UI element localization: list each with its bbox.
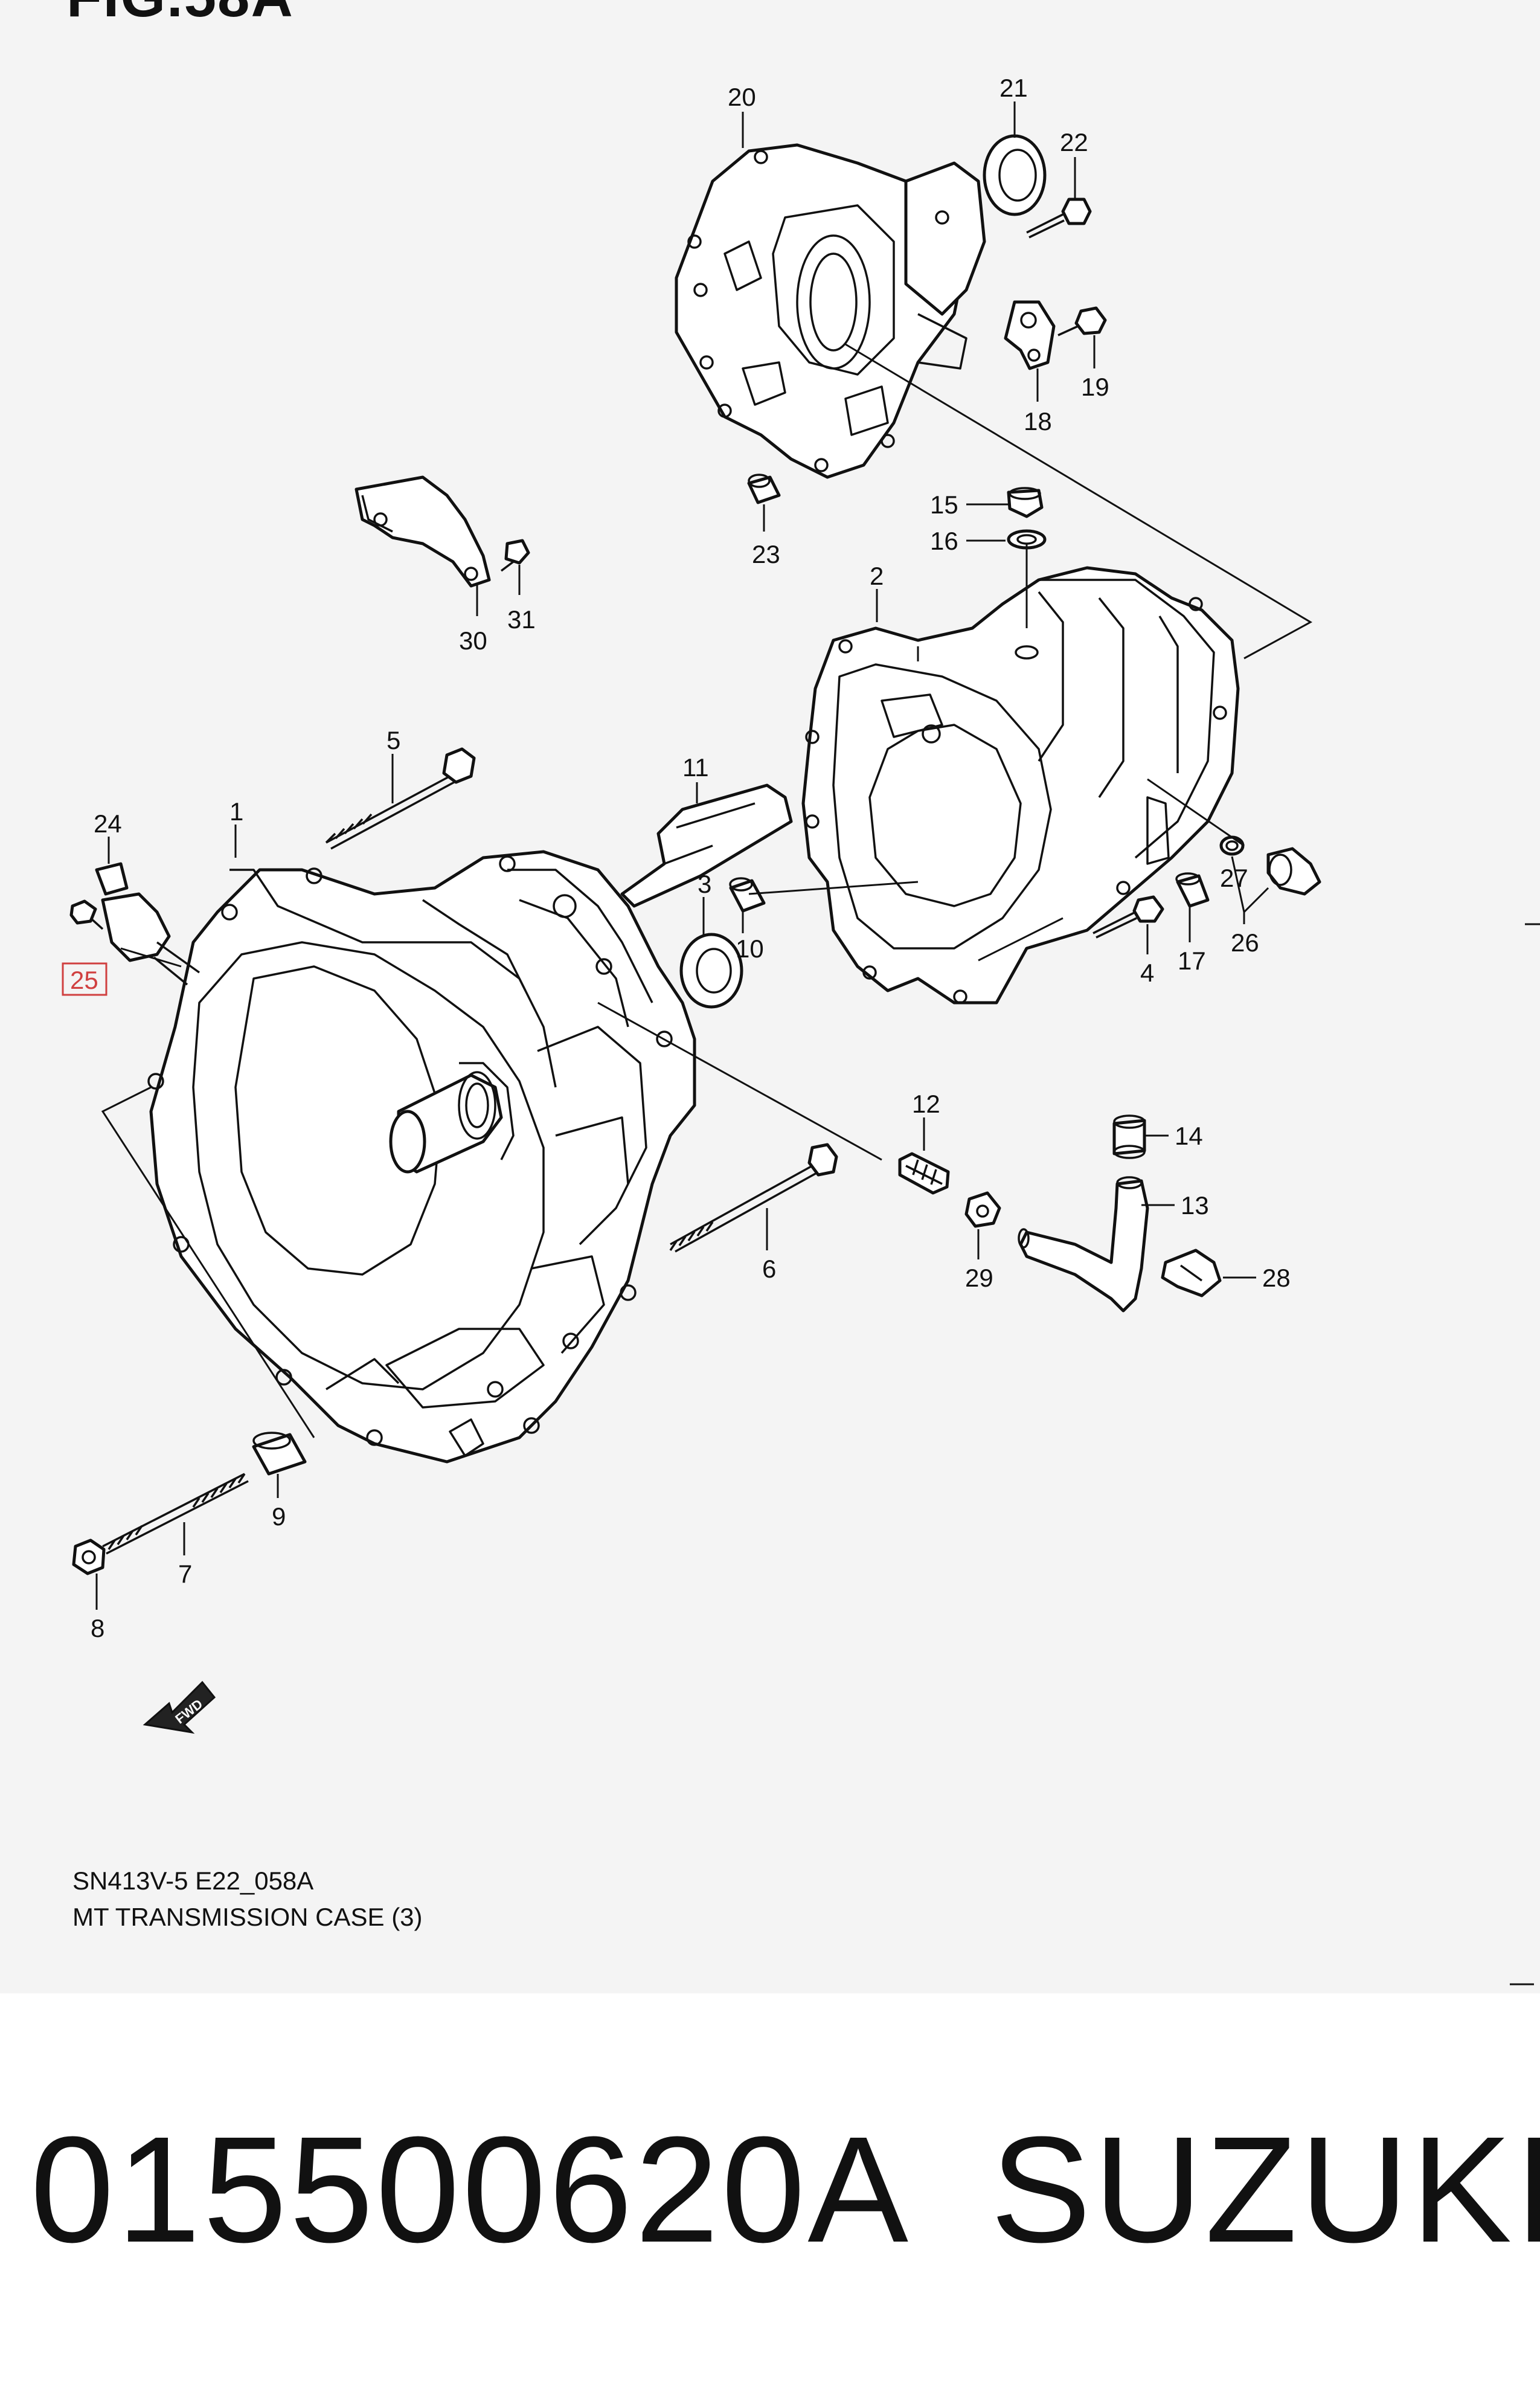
stud-bolt-part-5 xyxy=(325,747,476,850)
callout-30: 30 xyxy=(459,626,487,655)
nut-part-8 xyxy=(72,1538,106,1575)
oil-seal-part-21 xyxy=(983,134,1047,216)
callout-15: 15 xyxy=(930,490,958,519)
callout-21: 21 xyxy=(999,74,1028,102)
shift-rod-part-11 xyxy=(620,783,793,908)
gasket-part-27 xyxy=(1219,835,1245,856)
callout-12: 12 xyxy=(912,1090,940,1118)
callout-24: 24 xyxy=(94,809,122,838)
callout-8: 8 xyxy=(91,1614,104,1642)
callout-27: 27 xyxy=(1220,864,1248,892)
oil-seal-part-3 xyxy=(679,933,743,1009)
clamp-part-28 xyxy=(1161,1249,1222,1297)
cap-part-14 xyxy=(1112,1114,1146,1159)
callout-labels: 20 21 22 19 18 23 15 16 2 30 31 5 11 24 … xyxy=(62,74,1291,1642)
bolt-part-22 xyxy=(1026,198,1092,239)
callout-23: 23 xyxy=(752,540,780,568)
part-number: 015500620A xyxy=(30,2105,911,2274)
bolt-part-25 xyxy=(69,899,104,930)
callout-29: 29 xyxy=(965,1264,993,1292)
callout-25-highlight-box xyxy=(62,962,107,996)
diagram-subtitle: MT TRANSMISSION CASE (3) xyxy=(72,1903,423,1931)
extension-case-part-20 xyxy=(675,143,986,479)
callout-1: 1 xyxy=(229,797,243,826)
clutch-housing-part-1 xyxy=(147,850,696,1464)
callout-10: 10 xyxy=(736,934,764,963)
clip-part-29 xyxy=(964,1191,1001,1228)
brand-name: SUZUKI xyxy=(990,2105,1540,2274)
callout-14: 14 xyxy=(1175,1122,1203,1150)
stud-part-12 xyxy=(898,1152,950,1195)
exploded-parts-diagram: FWD xyxy=(62,74,1540,1985)
bolt-part-4 xyxy=(1092,895,1164,939)
callout-2: 2 xyxy=(870,562,884,590)
dowel-pin-part-23 xyxy=(747,474,781,504)
callout-3: 3 xyxy=(698,870,711,898)
bolt-part-7 xyxy=(102,1473,249,1555)
callout-18: 18 xyxy=(1024,407,1052,436)
sensor-part-24 xyxy=(95,862,201,986)
callout-9: 9 xyxy=(272,1502,286,1531)
bolt-part-31 xyxy=(500,539,530,572)
leader-lines xyxy=(95,101,1313,1610)
callout-7: 7 xyxy=(178,1560,192,1588)
fwd-direction-arrow: FWD xyxy=(143,1680,216,1734)
callout-26: 26 xyxy=(1231,928,1259,957)
hose-part-13 xyxy=(1018,1176,1149,1313)
callout-17: 17 xyxy=(1178,947,1206,975)
plug-part-15 xyxy=(1007,487,1044,518)
callout-16: 16 xyxy=(930,527,958,555)
callout-5: 5 xyxy=(387,726,400,754)
breather-part-17 xyxy=(1175,872,1210,908)
bolt-part-19 xyxy=(1057,306,1107,336)
diagram-code: SN413V-5 E22_058A xyxy=(72,1866,314,1895)
bracket-part-30 xyxy=(355,475,491,588)
callout-11: 11 xyxy=(682,753,709,782)
callout-20: 20 xyxy=(728,83,756,111)
callout-19: 19 xyxy=(1081,373,1109,401)
callout-13: 13 xyxy=(1181,1191,1209,1220)
bracket-part-18 xyxy=(1004,300,1056,370)
transmission-case-part-2 xyxy=(801,566,1240,1005)
figure-title: FIG.58A xyxy=(66,0,294,30)
bushing-part-10 xyxy=(729,877,766,913)
callout-6: 6 xyxy=(762,1255,776,1283)
callout-4: 4 xyxy=(1140,959,1154,987)
callout-22: 22 xyxy=(1060,128,1088,156)
dowel-part-9 xyxy=(252,1432,307,1476)
bolt-part-6 xyxy=(669,1143,838,1253)
callout-25: 25 xyxy=(70,966,98,994)
switch-part-26 xyxy=(1266,847,1321,896)
callout-28: 28 xyxy=(1262,1264,1291,1292)
callout-31: 31 xyxy=(507,605,536,634)
